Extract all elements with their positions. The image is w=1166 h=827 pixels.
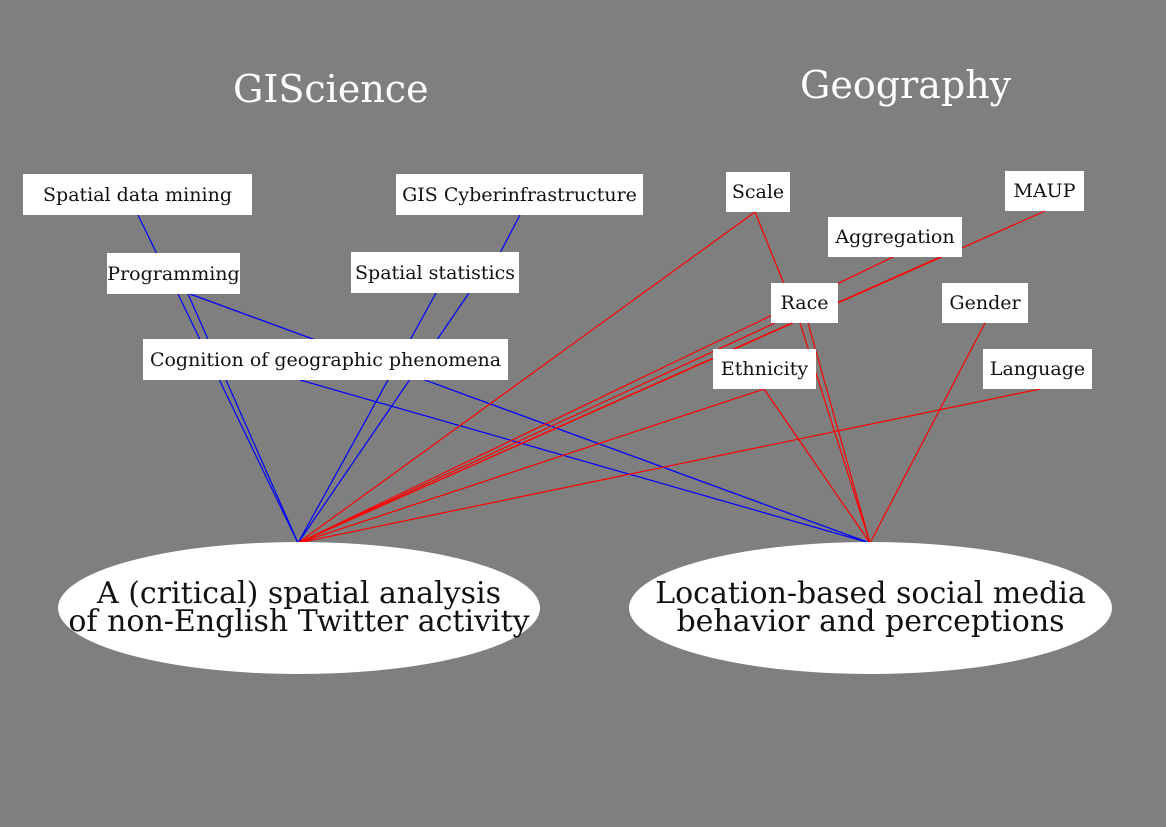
target-right-line1: Location-based social media [655,576,1086,611]
geography-heading: Geography [800,63,1012,107]
giscience-heading: GIScience [233,67,429,111]
node-programming: Programming [107,253,240,294]
node-spatial-statistics: Spatial statistics [351,252,519,293]
link-aggregation-to-left-b [297,256,941,544]
node-scale: Scale [726,172,790,212]
link-programming-to-right [189,293,871,544]
node-gis-cyberinfrastructure: GIS Cyberinfrastructure [396,174,643,215]
link-spatial-stats-to-left-b [297,292,470,544]
target-left-line1: A (critical) spatial analysis [97,576,501,611]
link-programming-to-left-a [177,293,299,544]
link-spatial-data-mining-to-left [137,214,158,255]
link-ethnicity-to-left [297,388,765,544]
target-left-ellipse: A (critical) spatial analysis of non-Eng… [58,542,540,674]
link-gender-to-right [869,322,986,544]
node-spatial-data-mining: Spatial data mining [23,174,252,215]
giscience-connectors [137,214,871,544]
node-ethnicity: Ethnicity [713,349,816,389]
link-programming-to-left-b [187,293,299,544]
node-aggregation: Aggregation [828,217,962,257]
link-cognition-to-right [299,379,871,544]
link-spatial-stats-to-left-a [297,292,437,544]
target-left-line2: of non-English Twitter activity [68,604,530,639]
node-language: Language [983,349,1092,389]
node-race: Race [771,283,838,323]
node-gender: Gender [942,283,1028,323]
link-language-to-left [297,388,1041,544]
link-race-to-right-b [807,322,871,544]
link-scale-to-race [754,211,785,285]
target-right-ellipse: Location-based social media behavior and… [629,542,1112,674]
target-right-line2: behavior and perceptions [676,604,1065,639]
node-maup: MAUP [1005,171,1084,211]
link-scale-to-left [297,211,756,544]
link-ethnicity-to-right [763,388,871,544]
link-race-to-left [297,322,776,544]
node-cognition-of-geographic-phenomena: Cognition of geographic phenomena [143,339,508,380]
link-gis-cyber-to-spatial-stats [499,214,521,254]
